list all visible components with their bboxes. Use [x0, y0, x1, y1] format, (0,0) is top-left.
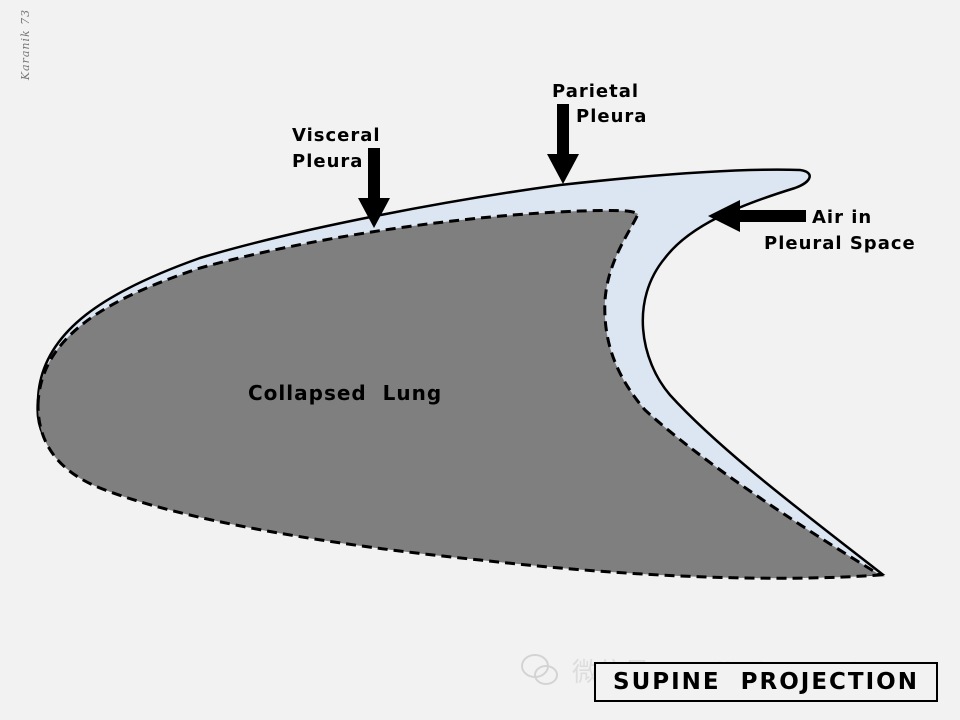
- visceral-label-line1: Visceral: [292, 125, 381, 146]
- arrow-down-icon: [547, 104, 579, 184]
- diagram-title: SUPINE PROJECTION: [613, 669, 919, 695]
- air-label-line2: Pleural Space: [764, 233, 916, 254]
- title-box: SUPINE PROJECTION: [594, 662, 938, 702]
- arrow-left-icon: [708, 200, 806, 232]
- visceral-label-line2: Pleura: [292, 151, 364, 172]
- air-label-line1: Air in: [812, 207, 873, 228]
- arrow-down-icon: [358, 148, 390, 228]
- parietal-label-line1: Parietal: [552, 81, 640, 102]
- collapsed-lung-shape: [36, 208, 885, 580]
- parietal-label-line2: Pleura: [576, 106, 648, 127]
- author-signature: Karanik 73: [19, 8, 33, 81]
- lung-label: Collapsed Lung: [248, 381, 443, 405]
- chat-bubbles-icon: [521, 654, 558, 685]
